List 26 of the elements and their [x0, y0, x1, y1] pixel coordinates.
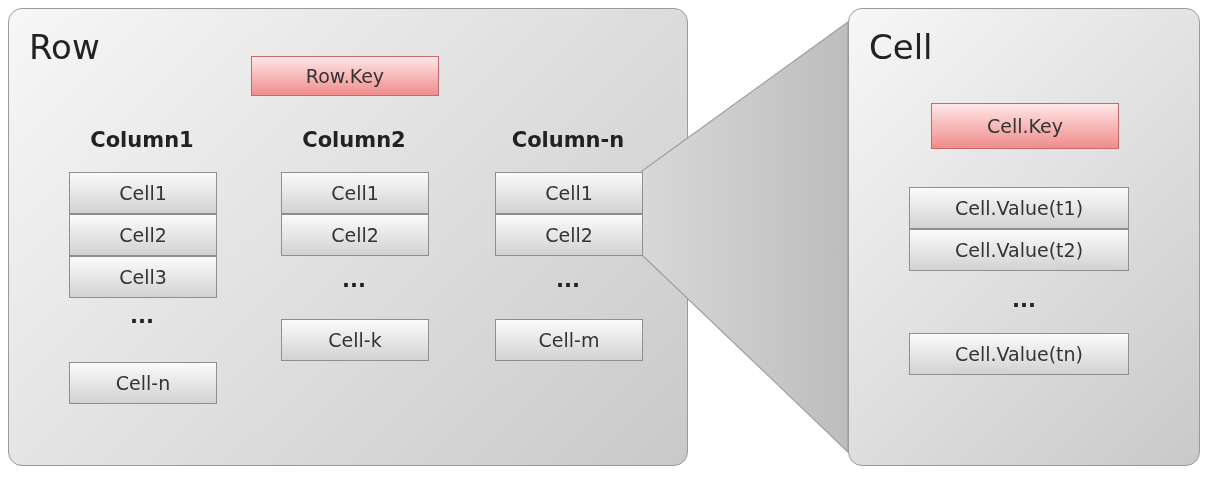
column-heading: Column2: [302, 128, 406, 152]
key-field: Row.Key: [251, 56, 439, 96]
ellipsis-text: ...: [556, 268, 580, 292]
ellipsis-text: ...: [130, 304, 154, 328]
cell-field: Cell.Value(tn): [909, 333, 1129, 375]
cell-field: Cell.Value(t2): [909, 229, 1129, 271]
cell-field: Cell.Value(t1): [909, 187, 1129, 229]
cell-field: Cell-m: [495, 319, 643, 361]
column-heading: Column1: [90, 128, 194, 152]
column-heading: Column-n: [511, 128, 625, 152]
zoom-callout: [641, 20, 849, 454]
cell-field: Cell2: [495, 214, 643, 256]
cell-field: Cell1: [495, 172, 643, 214]
cell-field: Cell-k: [281, 319, 429, 361]
cell-field: Cell3: [69, 256, 217, 298]
panel-title: Row: [29, 27, 100, 67]
panel-title: Cell: [869, 27, 933, 67]
cell-field: Cell1: [69, 172, 217, 214]
key-field: Cell.Key: [931, 103, 1119, 149]
cell-field: Cell2: [281, 214, 429, 256]
ellipsis-text: ...: [342, 268, 366, 292]
ellipsis-text: ...: [1012, 288, 1036, 312]
cell-field: Cell1: [281, 172, 429, 214]
container-panel: [848, 8, 1200, 466]
cell-field: Cell2: [69, 214, 217, 256]
cell-field: Cell-n: [69, 362, 217, 404]
